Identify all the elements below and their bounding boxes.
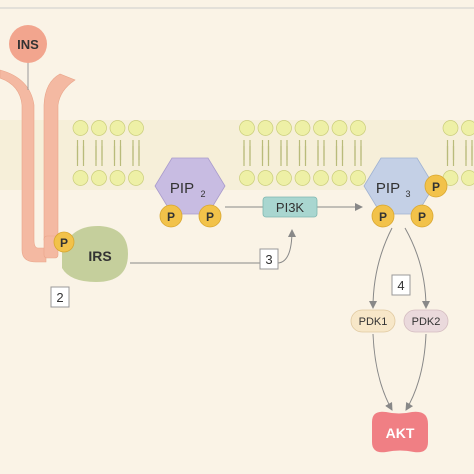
svg-text:P: P (60, 236, 68, 250)
svg-text:P: P (418, 210, 426, 224)
lipid-head (72, 170, 89, 186)
pip2-phospho-left: P (159, 204, 183, 228)
akt-label: AKT (386, 425, 415, 441)
lipid-head (239, 120, 255, 136)
lipid-head (294, 170, 311, 186)
lipid-head (239, 170, 255, 186)
lipid-head (461, 120, 474, 136)
irs-protein: IRS (62, 225, 128, 282)
pdk2-kinase: PDK2 (403, 309, 449, 333)
ins-molecule: INS (9, 25, 47, 63)
step-3-badge: 3 (259, 248, 279, 270)
lipid-head (331, 170, 348, 186)
akt-kinase: AKT (372, 411, 428, 453)
pip3-phospho-top: P (424, 174, 448, 198)
lipid-head (276, 120, 292, 136)
svg-text:P: P (206, 210, 214, 224)
lipid-head (313, 170, 329, 186)
lipid-head (257, 170, 274, 186)
lipid-head (91, 120, 107, 136)
irs-label: IRS (88, 248, 111, 264)
svg-text:P: P (167, 210, 175, 224)
pdk1-label: PDK1 (359, 316, 388, 328)
svg-text:P: P (432, 180, 440, 194)
lipid-head (350, 170, 366, 186)
svg-text:2: 2 (56, 290, 63, 305)
step-2-badge: 2 (50, 286, 70, 308)
svg-text:P: P (379, 210, 387, 224)
lipid-head (128, 170, 144, 186)
lipid-head (72, 120, 89, 136)
pip2-label: PIP (170, 180, 194, 197)
lipid-head (350, 120, 366, 136)
pi3k-label: PI3K (276, 200, 305, 215)
lipid-head (461, 170, 474, 186)
pip3-subscript: 3 (405, 189, 410, 199)
lipid-head (276, 170, 292, 186)
pdk1-kinase: PDK1 (350, 309, 396, 333)
pip2-molecule: PIP 2 (154, 157, 226, 215)
lipid-head (331, 120, 348, 136)
svg-text:3: 3 (265, 252, 272, 267)
lipid-head (442, 120, 459, 136)
pdk2-label: PDK2 (412, 316, 441, 328)
pip3-phospho-left: P (371, 204, 395, 228)
pip2-subscript: 2 (200, 189, 205, 199)
lipid-head (109, 170, 126, 186)
lipid-head (91, 170, 107, 186)
lipid-head (128, 120, 144, 136)
irs-phospho: P (53, 231, 75, 253)
pip3-phospho-right: P (410, 204, 434, 228)
lipid-head (257, 120, 274, 136)
step-4-badge: 4 (391, 274, 411, 296)
arrow-pip3-to-pdk2 (404, 227, 430, 309)
lipid-head (109, 120, 126, 136)
svg-text:4: 4 (397, 278, 404, 293)
arrow-pip3-to-pdk1 (369, 227, 393, 309)
arrow-pdk2-to-akt (405, 333, 427, 411)
pip3-molecule: PIP 3 (363, 157, 435, 215)
pip3-label: PIP (376, 180, 400, 197)
lipid-head (313, 120, 329, 136)
lipid-head (294, 120, 311, 136)
ins-label: INS (17, 37, 39, 52)
pip2-phospho-right: P (198, 204, 222, 228)
pi3k-enzyme: PI3K (262, 196, 318, 218)
arrow-pdk1-to-akt (372, 333, 393, 411)
lipid-bilayer (72, 120, 474, 186)
